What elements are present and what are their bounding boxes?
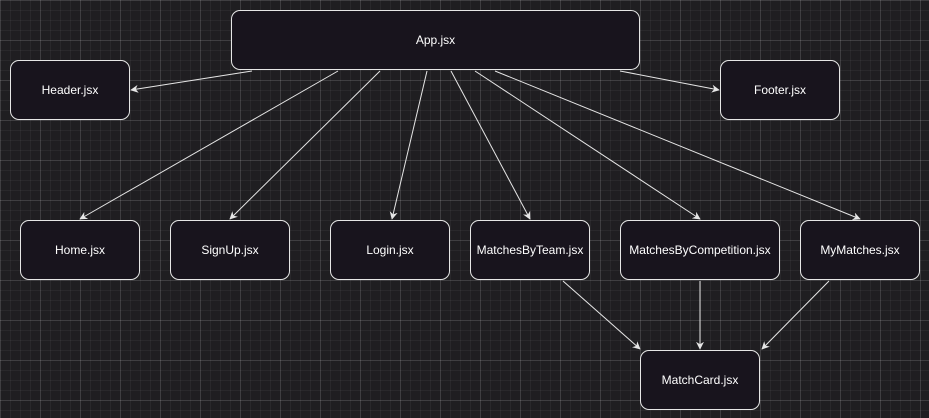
node-matches-by-competition-label: MatchesByCompetition.jsx bbox=[629, 243, 771, 257]
node-match-card-label: MatchCard.jsx bbox=[661, 373, 739, 387]
node-match-card[interactable]: MatchCard.jsx bbox=[640, 350, 760, 410]
node-app-label: App.jsx bbox=[415, 33, 456, 47]
node-header-label: Header.jsx bbox=[41, 83, 99, 97]
node-login[interactable]: Login.jsx bbox=[330, 220, 450, 280]
node-matches-by-competition[interactable]: MatchesByCompetition.jsx bbox=[620, 220, 780, 280]
edge-app-footer bbox=[619, 70, 720, 93]
edge-my-matches-match-card bbox=[761, 280, 830, 350]
edge-app-matches-by-competition bbox=[474, 70, 701, 220]
node-matches-by-team[interactable]: MatchesByTeam.jsx bbox=[470, 220, 590, 280]
node-home[interactable]: Home.jsx bbox=[20, 220, 140, 280]
node-login-label: Login.jsx bbox=[366, 243, 414, 257]
node-signup-label: SignUp.jsx bbox=[201, 243, 259, 257]
node-footer[interactable]: Footer.jsx bbox=[720, 60, 840, 120]
node-header[interactable]: Header.jsx bbox=[10, 60, 130, 120]
node-signup[interactable]: SignUp.jsx bbox=[170, 220, 290, 280]
node-my-matches[interactable]: MyMatches.jsx bbox=[800, 220, 920, 280]
edge-matches-by-team-match-card bbox=[562, 280, 641, 350]
edge-app-login bbox=[389, 70, 428, 220]
node-app[interactable]: App.jsx bbox=[231, 10, 640, 70]
edge-app-signup bbox=[229, 70, 381, 220]
edge-app-matches-by-team bbox=[450, 70, 531, 220]
node-home-label: Home.jsx bbox=[54, 243, 105, 257]
node-footer-label: Footer.jsx bbox=[753, 83, 807, 97]
node-my-matches-label: MyMatches.jsx bbox=[820, 243, 900, 257]
edge-app-header bbox=[130, 70, 253, 93]
node-matches-by-team-label: MatchesByTeam.jsx bbox=[476, 243, 584, 257]
